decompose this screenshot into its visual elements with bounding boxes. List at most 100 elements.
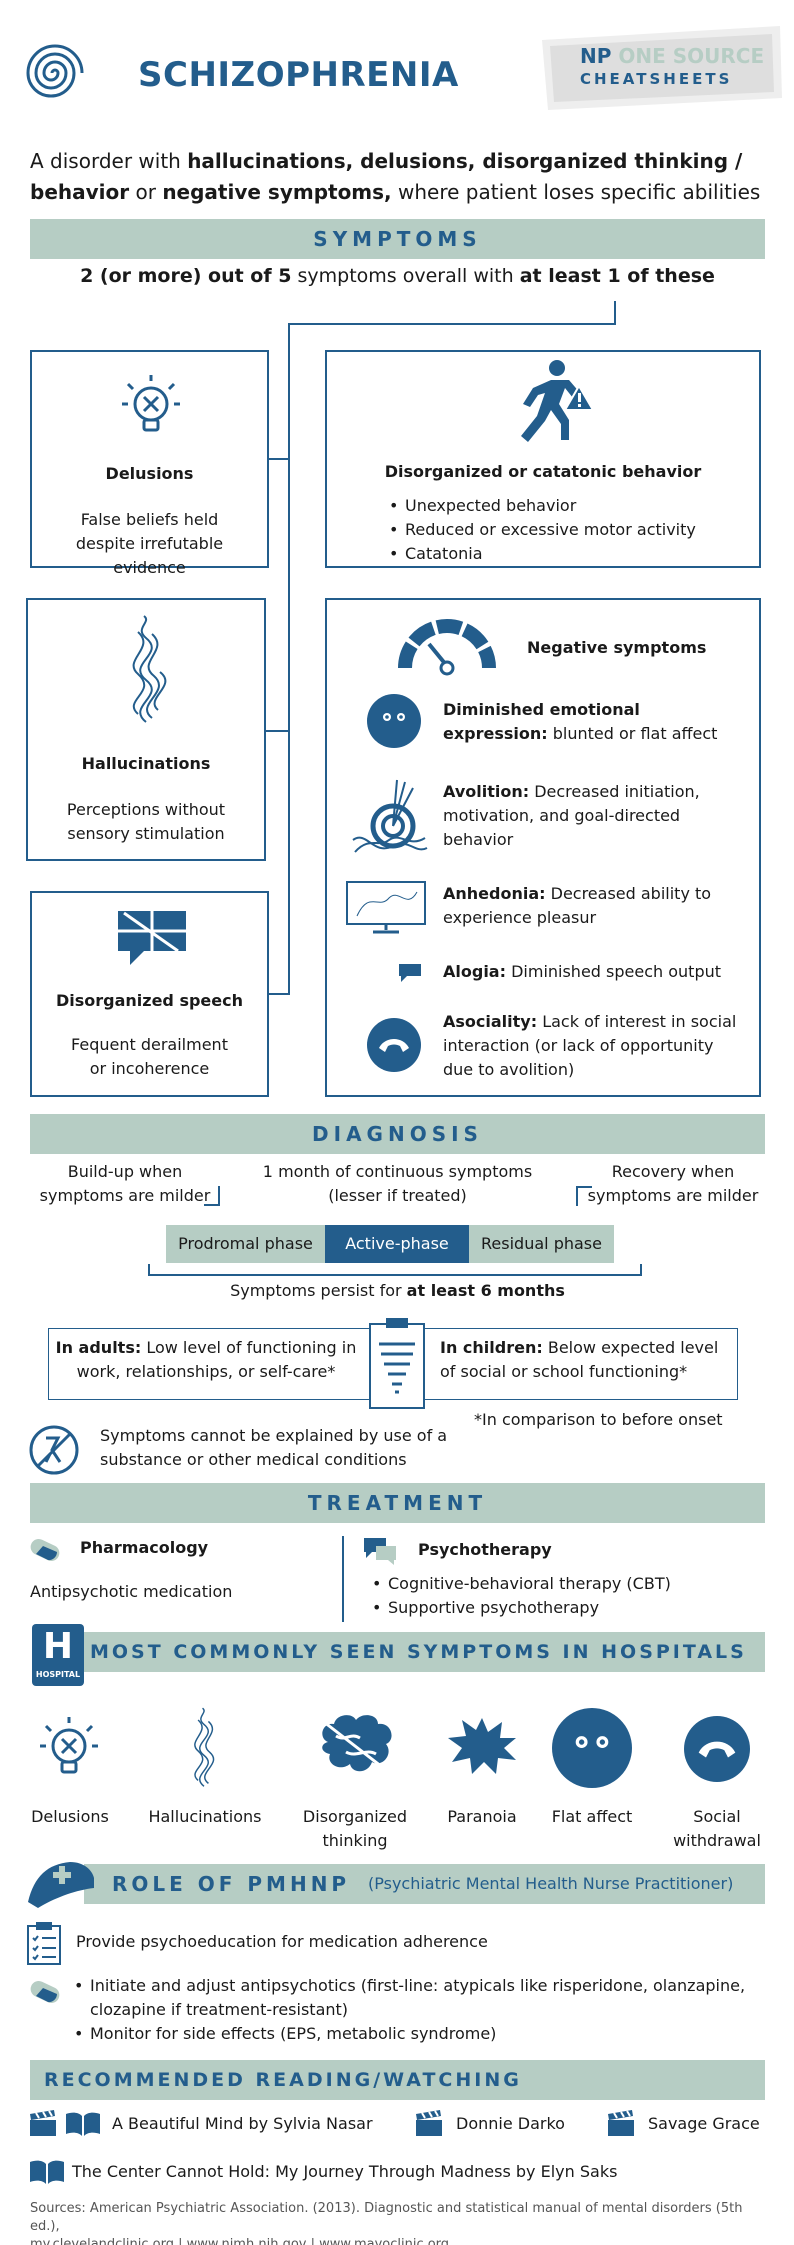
delusions-title: Delusions [105, 464, 194, 483]
nurse-cap-icon [24, 1858, 98, 1910]
pmhnp-list: Initiate and adjust antipsychotics (firs… [72, 1974, 752, 2046]
negative-item-anhedonia: Anhedonia: Decreased ability to experien… [443, 884, 712, 927]
persist-bracket [640, 1264, 642, 1276]
speech-title: Disorganized speech [55, 991, 244, 1010]
monitor-icon [345, 880, 427, 936]
children-text: In children: Below expected level of soc… [440, 1338, 719, 1381]
phase-active: Active-phase [325, 1225, 469, 1263]
hallucinations-desc: Perceptions without sensory stimulation [66, 800, 226, 843]
month-label: 1 month of continuous symptoms (lesser i… [262, 1162, 533, 1205]
symptoms-rule: 2 (or more) out of 5 symptoms overall wi… [80, 265, 715, 287]
pill-icon [28, 1980, 62, 2006]
catatonic-card: Disorganized or catatonic behavior Unexp… [325, 350, 761, 568]
bracket-line [268, 458, 290, 460]
persist-bracket [148, 1264, 150, 1276]
treatment-title: TREATMENT [307, 1491, 488, 1515]
reading-item: A Beautiful Mind by Sylvia Nasar [112, 2114, 373, 2133]
reading-band: RECOMMENDED READING/WATCHING [30, 2060, 765, 2100]
negative-card: Negative symptoms Diminished emotional e… [325, 598, 761, 1097]
small-speech-bubble-icon [397, 962, 423, 984]
catatonic-list: Unexpected behavior Reduced or excessive… [387, 494, 696, 566]
chat-bubbles-icon [362, 1536, 398, 1566]
page-title: SCHIZOPHRENIA [138, 55, 459, 95]
clapperboard-icon [606, 2110, 636, 2138]
speech-card: Disorganized speech Fequent derailment o… [30, 891, 269, 1097]
onset-footnote: *In comparison to before onset [474, 1410, 723, 1429]
list-item: Initiate and adjust antipsychotics (firs… [72, 1974, 752, 2022]
psycho-title: Psychotherapy [418, 1540, 552, 1559]
sources-line: my.clevelandclinic.org | www.nimh.nih.go… [30, 2237, 450, 2245]
adults-text: In adults: Low level of functioning in w… [55, 1338, 357, 1381]
reading-item: The Center Cannot Hold: My Journey Throu… [72, 2162, 618, 2181]
reading-item: Savage Grace [648, 2114, 760, 2133]
book-icon [28, 2158, 66, 2186]
clapperboard-icon [414, 2110, 444, 2138]
symptoms-title: SYMPTOMS [313, 227, 482, 251]
substance-text: Symptoms cannot be explained by use of a… [100, 1426, 448, 1469]
bracket-line [265, 730, 290, 732]
brand-cheatsheets: CHEATSHEETS [580, 70, 733, 88]
spiral-logo-icon [22, 40, 88, 106]
clipboard-tornado-icon [366, 1316, 428, 1412]
hospital-item-label: Flat affect [551, 1807, 633, 1826]
hospital-badge-text: HOSPITAL [35, 1670, 81, 1679]
hospital-item-label: Hallucinations [148, 1807, 262, 1826]
pmhnp-subtitle: (Psychiatric Mental Health Nurse Practit… [368, 1874, 734, 1893]
brand-one-source: ONE SOURCE [618, 44, 765, 68]
bracket-line [288, 323, 290, 993]
hallucinations-title: Hallucinations [81, 754, 211, 773]
clapperboard-icon [28, 2110, 58, 2138]
diagnosis-title: DIAGNOSIS [312, 1122, 483, 1146]
pmhnp-item-psychoeducation: Provide psychoeducation for medication a… [76, 1932, 488, 1951]
tangled-target-icon [349, 776, 429, 856]
brand-np: NP [580, 44, 612, 68]
flat-face-icon [552, 1708, 632, 1788]
checklist-icon [26, 1922, 62, 1966]
list-item: Cognitive-behavioral therapy (CBT) [370, 1572, 671, 1596]
treatment-divider [342, 1536, 344, 1622]
reading-item: Donnie Darko [456, 2114, 565, 2133]
bracket-line [268, 993, 290, 995]
pmhnp-band: ROLE OF PMHNP (Psychiatric Mental Health… [84, 1864, 765, 1904]
phase-prodromal: Prodromal phase [166, 1225, 325, 1263]
persist-bracket [148, 1274, 642, 1276]
negative-item-avolition: Avolition: Decreased initiation, motivat… [443, 782, 700, 849]
smoke-icon [108, 614, 184, 726]
hospital-badge: H HOSPITAL [32, 1624, 84, 1686]
recovery-label: Recovery when symptoms are milder [587, 1162, 759, 1205]
negative-item-alogia: Alogia: Diminished speech output [443, 962, 722, 981]
delusions-desc: False beliefs held despite irrefutable e… [75, 510, 224, 577]
pharm-desc: Antipsychotic medication [30, 1582, 233, 1601]
catatonic-title: Disorganized or catatonic behavior [384, 462, 702, 481]
symptoms-band: SYMPTOMS [30, 219, 765, 259]
persist-text: Symptoms persist for at least 6 months [230, 1281, 565, 1300]
sources-line: Sources: American Psychiatric Associatio… [30, 2201, 743, 2234]
hospital-badge-letter: H [42, 1626, 74, 1667]
book-icon [64, 2110, 102, 2138]
phone-icon [367, 1018, 421, 1072]
hallucinations-card: Hallucinations Perceptions without senso… [26, 598, 266, 861]
gauge-icon [395, 616, 499, 676]
hospital-item-label: Paranoia [447, 1807, 517, 1826]
list-item: Unexpected behavior [387, 494, 696, 518]
phase-connector [576, 1186, 592, 1188]
phase-bar: Prodromal phase Active-phase Residual ph… [166, 1225, 614, 1263]
delusions-card: Delusions False beliefs held despite irr… [30, 350, 269, 577]
phone-icon [684, 1716, 750, 1782]
intro-text: A disorder with hallucinations, delusion… [30, 149, 761, 204]
hospital-item-label: Delusions [31, 1807, 109, 1826]
lightbulb-icon [34, 1712, 104, 1782]
phase-connector [218, 1186, 220, 1206]
burst-icon [446, 1716, 518, 1776]
brand-banner: NP ONE SOURCE CHEATSHEETS [536, 26, 786, 110]
sources: Sources: American Psychiatric Associatio… [30, 2200, 770, 2245]
list-item: Reduced or excessive motor activity [387, 518, 696, 542]
bracket-line [288, 323, 616, 325]
lightbulb-icon [116, 370, 186, 440]
list-item: Supportive psychotherapy [370, 1596, 671, 1620]
phase-connector [204, 1204, 220, 1206]
list-item: Monitor for side effects (EPS, metabolic… [72, 2022, 752, 2046]
negative-item-asociality: Asociality: Lack of interest in social i… [443, 1012, 737, 1079]
broken-speech-bubble-icon [114, 907, 190, 967]
treatment-band: TREATMENT [30, 1483, 765, 1523]
